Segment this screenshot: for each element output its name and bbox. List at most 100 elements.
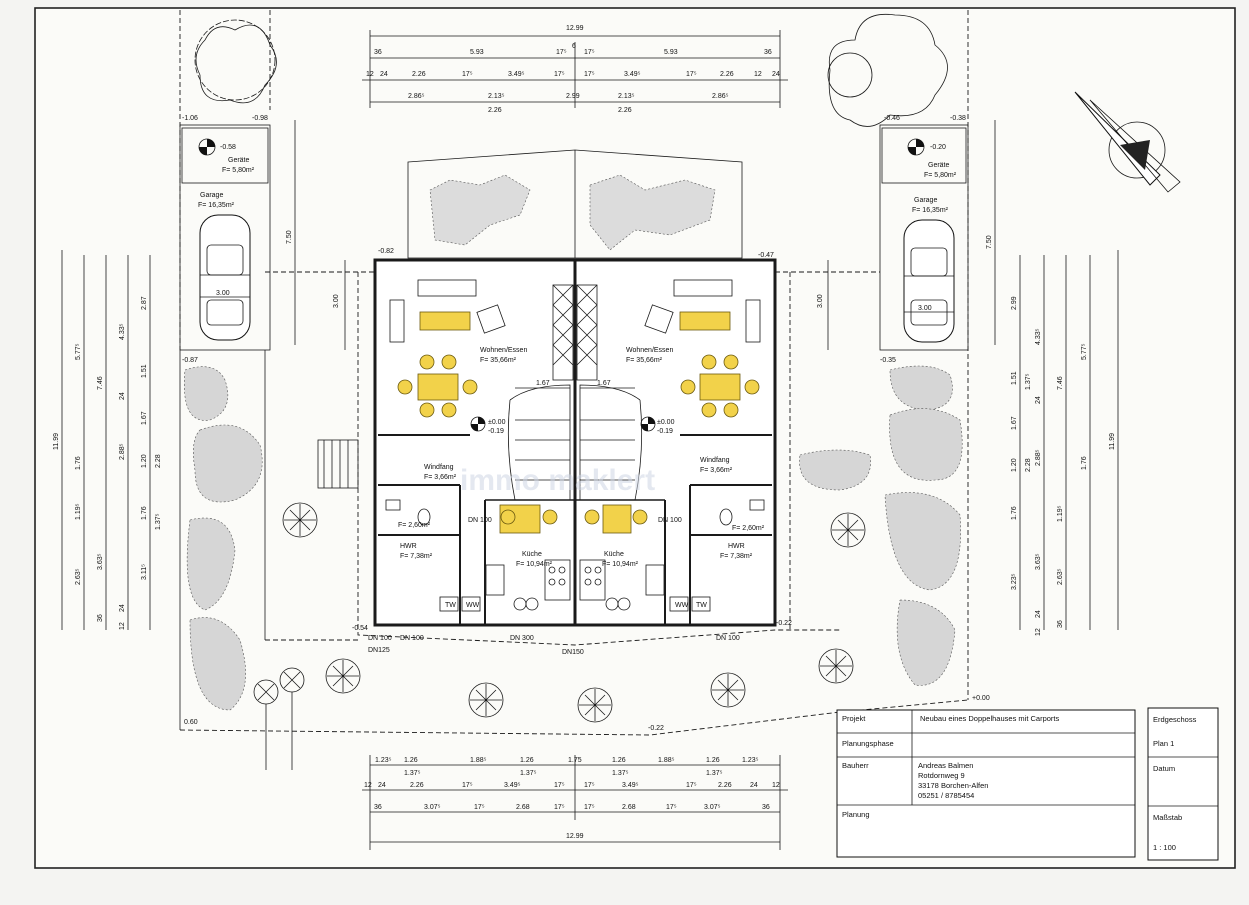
tree-top-left [194, 19, 277, 104]
pipe-dn100-2: DN 100 [400, 635, 424, 642]
top-dim-2-4: 17⁵ [462, 71, 473, 78]
top-dim-3b-2: 2.26 [618, 107, 632, 114]
top-dim-2-8: 3.49⁵ [624, 71, 641, 78]
level-gr-tr: -0.38 [950, 115, 966, 122]
right-col-2: 1.37⁵ [1025, 373, 1032, 390]
right-dimension-chains: 2.99 1.37⁵ 4.33⁵ 7.46 5.77⁵ 1.51 24 1.67… [1011, 250, 1119, 636]
top-dim-1-4: 6 [572, 43, 576, 50]
bot-dim-3-9: 3.07⁵ [704, 804, 721, 811]
left-col-15: 2.63⁵ [75, 568, 82, 585]
top-dim-2-12: 24 [772, 71, 780, 78]
top-dim-1-7: 36 [764, 49, 772, 56]
level-gr-tl: -0.46 [884, 115, 900, 122]
top-dimension-chain: 12.99 36 5.93 17⁵ 6 17⁵ 5.93 36 12 24 2.… [362, 25, 788, 114]
wohnen-left-area: F= 35,66m² [480, 357, 517, 364]
top-dim-1-1: 36 [374, 49, 382, 56]
hwr-left-label: HWR [400, 543, 417, 550]
top-dim-2-3: 2.26 [412, 71, 426, 78]
right-col-3: 4.33⁵ [1035, 328, 1042, 345]
garden-shrubs-left [179, 350, 359, 730]
car-right-icon [903, 219, 955, 343]
bot-dim-3-10: 36 [762, 804, 770, 811]
garage-depth-left: 7.50 [286, 230, 293, 244]
level-right-mid: -0.35 [880, 357, 896, 364]
right-col-10: 2.88⁵ [1035, 449, 1042, 466]
wohnen-left-label: Wohnen/Essen [480, 347, 527, 354]
left-col-19: 24 [119, 604, 126, 612]
left-col-20: 12 [119, 622, 126, 630]
left-col-13: 1.37⁵ [155, 513, 162, 530]
left-col-11: 2.28 [155, 454, 162, 468]
floor-left-level: ±0.00 [488, 419, 506, 426]
bot-dim-3-7: 2.68 [622, 804, 636, 811]
wc-right-area: F= 2,60m² [732, 525, 765, 532]
bot-dim-3-6: 17⁵ [584, 804, 595, 811]
tb-massstab-value: 1 : 100 [1153, 843, 1176, 852]
watermark: immo maklert [460, 464, 655, 497]
hwr-right-label: HWR [728, 543, 745, 550]
tb-projekt-label: Projekt [842, 714, 866, 723]
furniture-right: WW TW [579, 279, 765, 612]
floor-right-level: ±0.00 [657, 419, 675, 426]
left-col-2: 7.46 [97, 376, 104, 390]
bot-dim-2-10: 2.26 [718, 782, 732, 789]
stair-right-dim: 1.67 [597, 380, 611, 387]
left-dimension-chains: 11.99 5.77⁵ 7.46 4.33⁵ 2.87 1.51 24 1.67… [53, 250, 162, 630]
bot-dim-1-2: 1.26 [404, 757, 418, 764]
bot-dim-1-6: 1.26 [612, 757, 626, 764]
top-dim-2-7: 17⁵ [584, 71, 595, 78]
top-dim-1-6: 5.93 [664, 49, 678, 56]
tw-left: TW [445, 602, 456, 609]
inspection-shafts [253, 667, 305, 770]
tree-top-right [827, 13, 948, 127]
kueche-left-label: Küche [522, 551, 542, 558]
level-gl-tr: -0.98 [252, 115, 268, 122]
furniture-left: TW WW [385, 279, 571, 612]
bot-dim-2-7: 17⁵ [584, 782, 595, 789]
bot-dim-3-1: 36 [374, 804, 382, 811]
right-col-15: 3.23⁵ [1011, 573, 1018, 590]
top-dim-2-2: 24 [380, 71, 388, 78]
bot-dim-2-1: 12 [364, 782, 372, 789]
left-col-17: 3.11⁵ [141, 564, 148, 580]
kueche-left-area: F= 10,94m² [516, 561, 553, 568]
bot-dim-1-8: 1.26 [706, 757, 720, 764]
terrace-area [407, 149, 743, 259]
right-col-14: 1.19⁵ [1057, 505, 1064, 522]
bot-dim-2-6: 17⁵ [554, 782, 565, 789]
pipe-dn100-5: DN 100 [658, 517, 682, 524]
carport-width-right: 3.00 [918, 305, 932, 312]
tw-right: TW [696, 602, 707, 609]
garage-right-area: F= 16,35m² [912, 207, 949, 214]
bot-dim-overall: 12.99 [566, 833, 584, 840]
right-col-1: 2.99 [1011, 296, 1018, 310]
bot-dim-3-2: 3.07⁵ [424, 804, 441, 811]
bot-dim-1-9: 1.23⁵ [742, 757, 759, 764]
top-dim-1-5: 17⁵ [584, 49, 595, 56]
left-carport: -1.06 -0.98 -0.58 Geräte F= 5,80m² Garag… [179, 10, 296, 364]
right-col-11: 1.20 [1011, 458, 1018, 472]
tb-bauherr-phone: 05251 / 8785454 [918, 791, 974, 800]
site-levels: -0.82 -0.47 -0.54 -0.22 -0.22 +0.00 0.60… [179, 248, 990, 736]
pipe-dn300: DN 300 [510, 635, 534, 642]
floor-right-sub: -0.19 [657, 428, 673, 435]
windfang-left-label: Windfang [424, 464, 454, 471]
left-col-18: 36 [97, 614, 104, 622]
left-overall: 11.99 [53, 433, 60, 450]
floor-left-sub: -0.19 [488, 428, 504, 435]
bot-dim-2-5: 3.49⁵ [504, 782, 521, 789]
left-col-3: 4.33⁵ [119, 323, 126, 340]
bot-dim-1-7: 1.88⁵ [658, 757, 675, 764]
pipe-dn100-1: DN 100 [368, 635, 392, 642]
window-right-dim: 3.00 [817, 294, 824, 308]
level-gl-tl: -1.06 [182, 115, 198, 122]
left-col-5: 1.51 [141, 364, 148, 378]
right-col-6: 1.51 [1011, 371, 1018, 385]
left-col-1: 5.77⁵ [75, 343, 82, 360]
tb-bauherr-street: Rotdornweg 9 [918, 771, 965, 780]
top-dim-3-1: 2.86⁵ [408, 93, 425, 100]
kueche-right-area: F= 10,94m² [602, 561, 639, 568]
left-col-6: 24 [119, 392, 126, 400]
bot-dim-3-8: 17⁵ [666, 804, 677, 811]
